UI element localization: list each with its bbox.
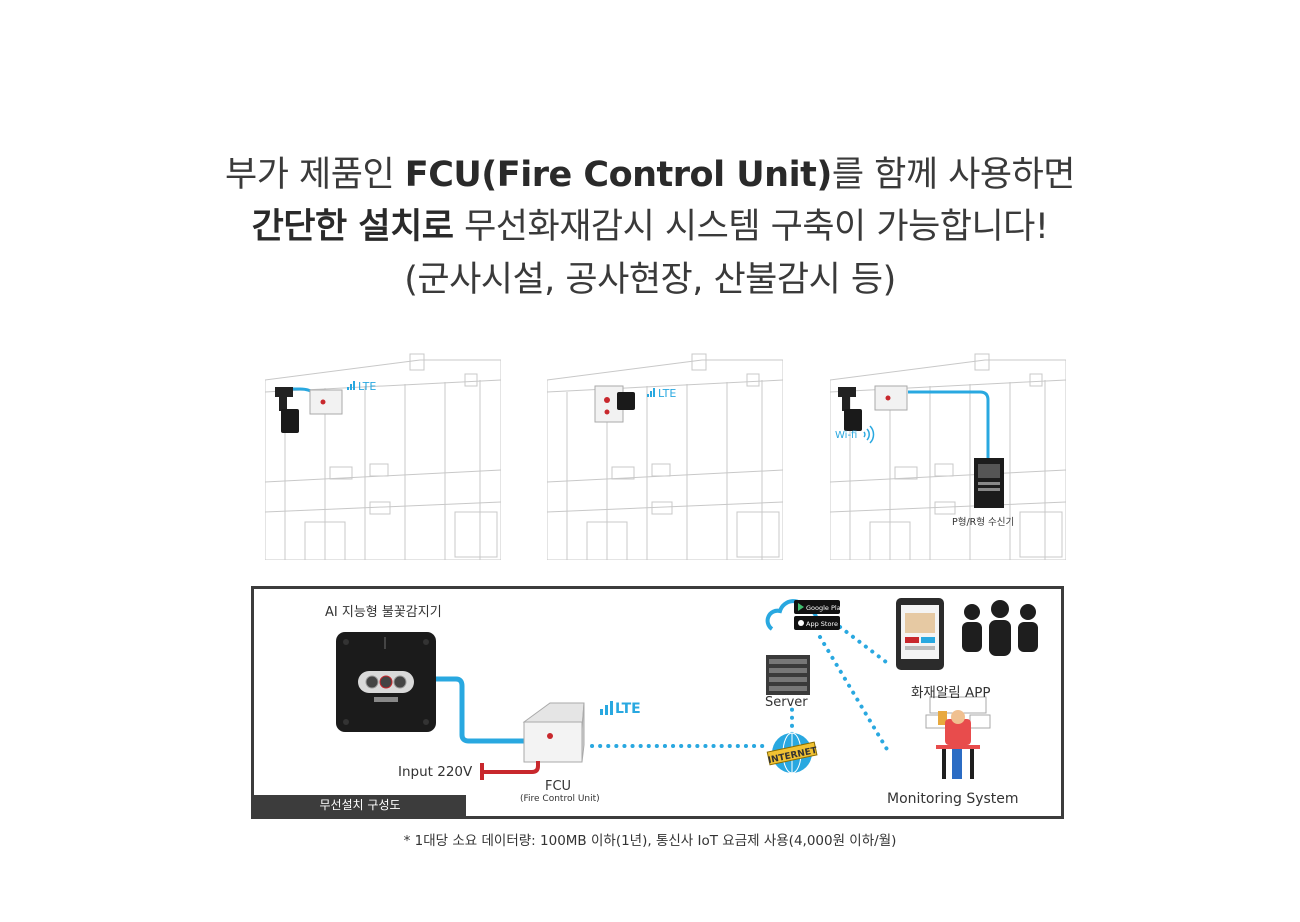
fcu-box-icon <box>309 389 343 415</box>
fcu-sublabel: (Fire Control Unit) <box>520 794 600 804</box>
fcu-label: FCU <box>545 779 572 794</box>
internet-globe-icon <box>766 732 818 774</box>
flame-detector-icon <box>838 387 862 431</box>
app-store-badge-icon <box>794 616 840 630</box>
warehouse-sketch-1: LTE <box>264 353 502 561</box>
users-group-icon <box>962 600 1038 656</box>
headline-line-2-post: 무선화재감시 시스템 구축이 가능합니다! <box>453 207 1049 247</box>
signal-bars-icon <box>647 388 655 397</box>
ai-flame-detector-icon <box>336 632 436 732</box>
warehouse-sketch-2: LTE <box>546 353 784 561</box>
headline-line-3: (군사시설, 공사현장, 산불감시 등) <box>404 260 896 300</box>
headline-line-1-bold: FCU(Fire Control Unit) <box>404 155 833 195</box>
scene-3-cable <box>908 390 990 462</box>
app-label: 화재알림 APP <box>911 685 991 701</box>
detector-title: AI 지능형 불꽃감지기 <box>325 605 442 620</box>
headline-line-2: 간단한 설치로 무선화재감시 시스템 구축이 가능합니다! <box>0 204 1300 250</box>
wifi-icon <box>863 425 875 444</box>
signal-bars-icon <box>347 381 355 390</box>
scene-3-receiver-label: P형/R형 수신기 <box>952 517 1014 528</box>
google-play-label: Google Play <box>806 604 845 612</box>
scene-lte-combined: LTE <box>546 352 784 561</box>
fcu-box-icon <box>874 385 908 411</box>
detector-fcu-cable <box>436 676 526 744</box>
scene-lte-direct: LTE <box>264 352 502 561</box>
headline-line-2-bold: 간단한 설치로 <box>251 207 454 247</box>
lte-label: LTE <box>615 701 641 717</box>
signal-bars-icon <box>600 701 613 715</box>
configuration-diagram-art: INTERNET Google Play App Store <box>336 598 1038 780</box>
tablet-app-icon <box>896 598 944 670</box>
footnote: * 1대당 소요 데이터량: 100MB 이하(1년), 통신사 IoT 요금제… <box>403 833 897 849</box>
monitoring-station-icon <box>925 696 991 779</box>
receiver-panel-icon <box>974 458 1004 508</box>
server-rack-icon <box>766 655 810 695</box>
scene-wifi-receiver: Wi-fi P형/R형 수신기 <box>829 352 1067 561</box>
power-cable <box>482 761 540 774</box>
headline-line-1-post: 를 함께 사용하면 <box>831 155 1076 195</box>
flame-detector-icon <box>275 387 299 433</box>
server-label: Server <box>765 695 808 710</box>
input-voltage-label: Input 220V <box>398 764 473 780</box>
headline-line-1-pre: 부가 제품인 <box>225 155 405 195</box>
scene-2-signal-label: LTE <box>658 387 676 400</box>
fcu-box-icon <box>522 702 585 763</box>
headline-line-1: 부가 제품인 FCU(Fire Control Unit)를 함께 사용하면 <box>0 152 1300 198</box>
google-play-badge-icon <box>794 600 840 614</box>
cloud-app-link <box>838 625 892 667</box>
monitoring-label: Monitoring System <box>887 791 1019 807</box>
diagram-tag: 무선설치 구성도 <box>254 795 466 816</box>
app-store-label: App Store <box>806 620 838 628</box>
cloud-monitoring-link <box>818 635 890 753</box>
flame-detector-icon <box>617 392 635 410</box>
scene-3-wifi-label: Wi-fi <box>835 430 857 441</box>
scene-1-signal-label: LTE <box>358 380 376 393</box>
configuration-diagram: INTERNET Google Play App Store <box>251 586 1064 819</box>
warehouse-sketch-3: Wi-fi P형/R형 수신기 <box>829 353 1067 561</box>
